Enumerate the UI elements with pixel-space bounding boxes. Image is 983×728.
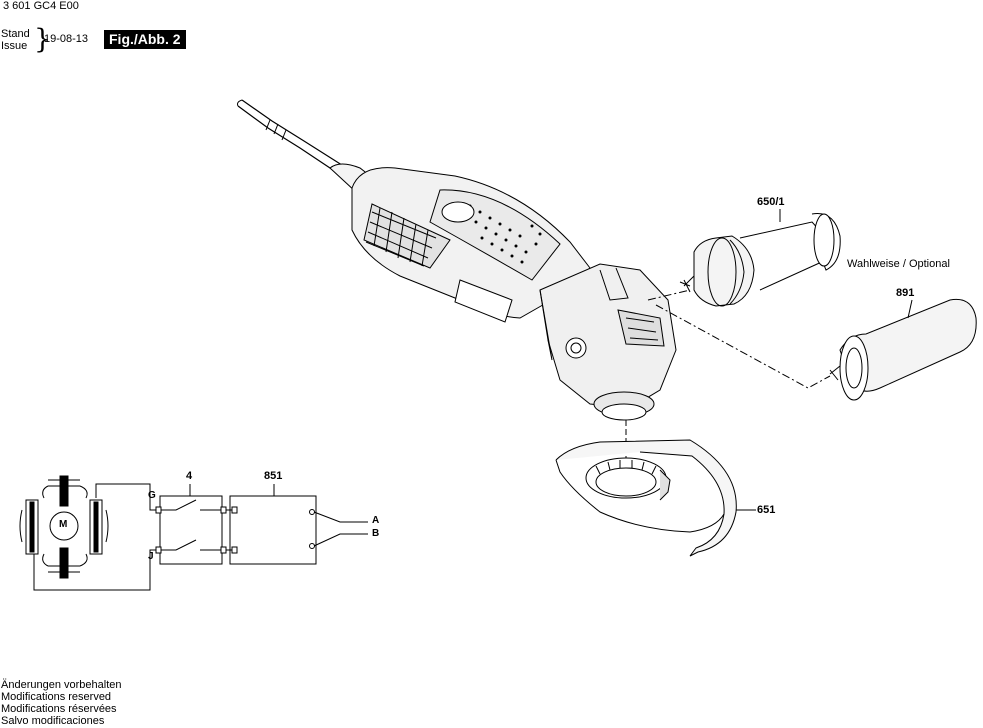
terminal-g-label: G <box>148 490 156 501</box>
stand-label: Stand <box>1 28 30 40</box>
side-handle <box>679 212 841 307</box>
motor-label: M <box>59 519 68 530</box>
issue-date: 19-08-13 <box>44 33 89 45</box>
terminal-b-label: B <box>372 528 380 539</box>
wheel-guard <box>555 439 737 557</box>
part-label-guard: 651 <box>757 504 776 516</box>
part-label-optional-handle: 891 <box>896 287 915 299</box>
issue-label: Issue <box>1 40 28 52</box>
footer-line-de: Änderungen vorbehalten <box>1 679 122 691</box>
stand-issue-label: Stand Issue <box>1 28 30 52</box>
footer-line-fr: Modifications réservées <box>1 703 117 715</box>
terminal-a-label: A <box>372 515 380 526</box>
wiring-schematic <box>19 475 368 591</box>
footer-line-en: Modifications reserved <box>1 691 112 703</box>
angle-grinder <box>237 99 677 421</box>
footer-line-es: Salvo modificaciones <box>1 715 105 727</box>
part-label-side-handle: 650/1 <box>757 196 785 208</box>
part-label-electronics: 851 <box>264 470 283 482</box>
optional-handle <box>829 298 977 401</box>
figure-badge: Fig./Abb. 2 <box>104 30 186 49</box>
document-number: 3 601 GC4 E00 <box>3 0 79 12</box>
footer-notes: Änderungen vorbehalten Modifications res… <box>1 679 121 727</box>
part-label-switch: 4 <box>186 470 193 482</box>
brace-glyph: } <box>34 24 52 55</box>
optional-note: Wahlweise / Optional <box>847 258 950 270</box>
terminal-j-label: J <box>148 551 154 562</box>
